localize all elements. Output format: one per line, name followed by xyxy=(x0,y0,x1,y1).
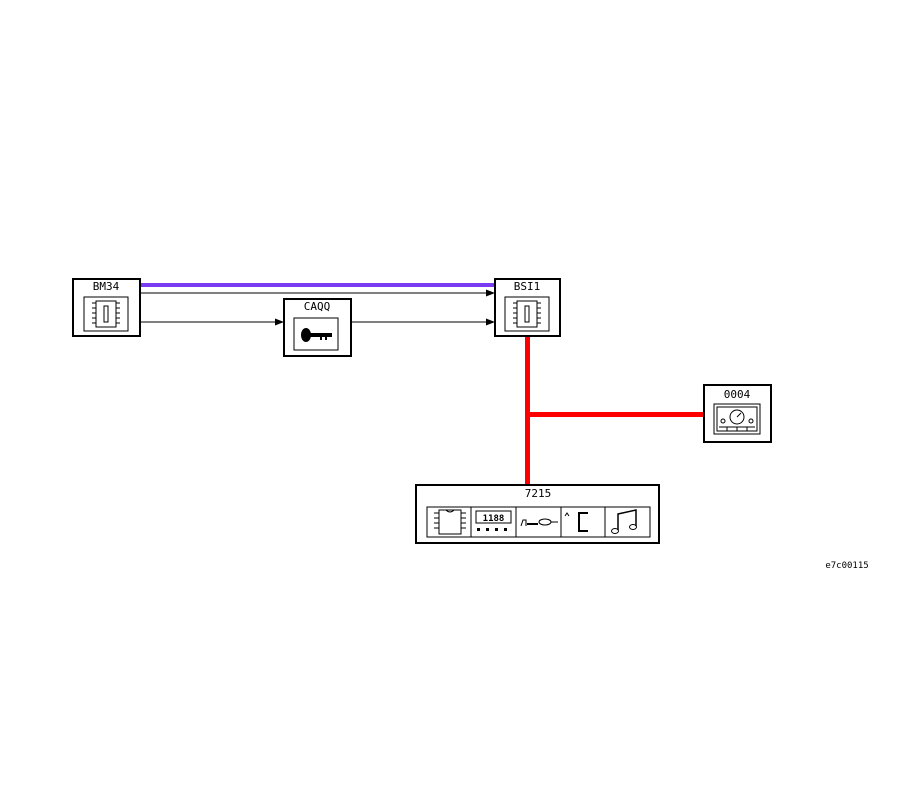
component-label: BM34 xyxy=(93,280,120,293)
component-caqq[interactable]: CAQQ xyxy=(283,298,352,357)
component-7215[interactable]: 7215 1188 xyxy=(415,484,660,544)
music-note-icon xyxy=(611,509,637,534)
fuse-relay-icon xyxy=(83,296,129,332)
door-icon xyxy=(564,512,588,532)
arrow-head-icon xyxy=(486,289,495,297)
component-bsi1[interactable]: BSI1 xyxy=(494,278,561,337)
component-label: BSI1 xyxy=(514,280,541,293)
key-icon xyxy=(293,317,339,351)
wiper-icon xyxy=(520,518,558,527)
component-label: 7215 xyxy=(525,487,552,500)
figure-reference: e7c00115 xyxy=(825,561,868,571)
fuse-relay-icon xyxy=(504,296,550,332)
digital-display-icon: 1188 xyxy=(475,510,512,531)
component-label: 0004 xyxy=(724,388,751,401)
dashboard-gauge-icon xyxy=(713,403,761,435)
display-readout: 1188 xyxy=(483,514,505,524)
ecu-chip-icon xyxy=(434,509,466,535)
arrow-head-icon xyxy=(275,318,284,326)
component-label: CAQQ xyxy=(304,300,331,313)
component-bm34[interactable]: BM34 xyxy=(72,278,141,337)
arrow-head-icon xyxy=(486,318,495,326)
component-0004[interactable]: 0004 xyxy=(703,384,772,443)
connections xyxy=(140,283,704,485)
